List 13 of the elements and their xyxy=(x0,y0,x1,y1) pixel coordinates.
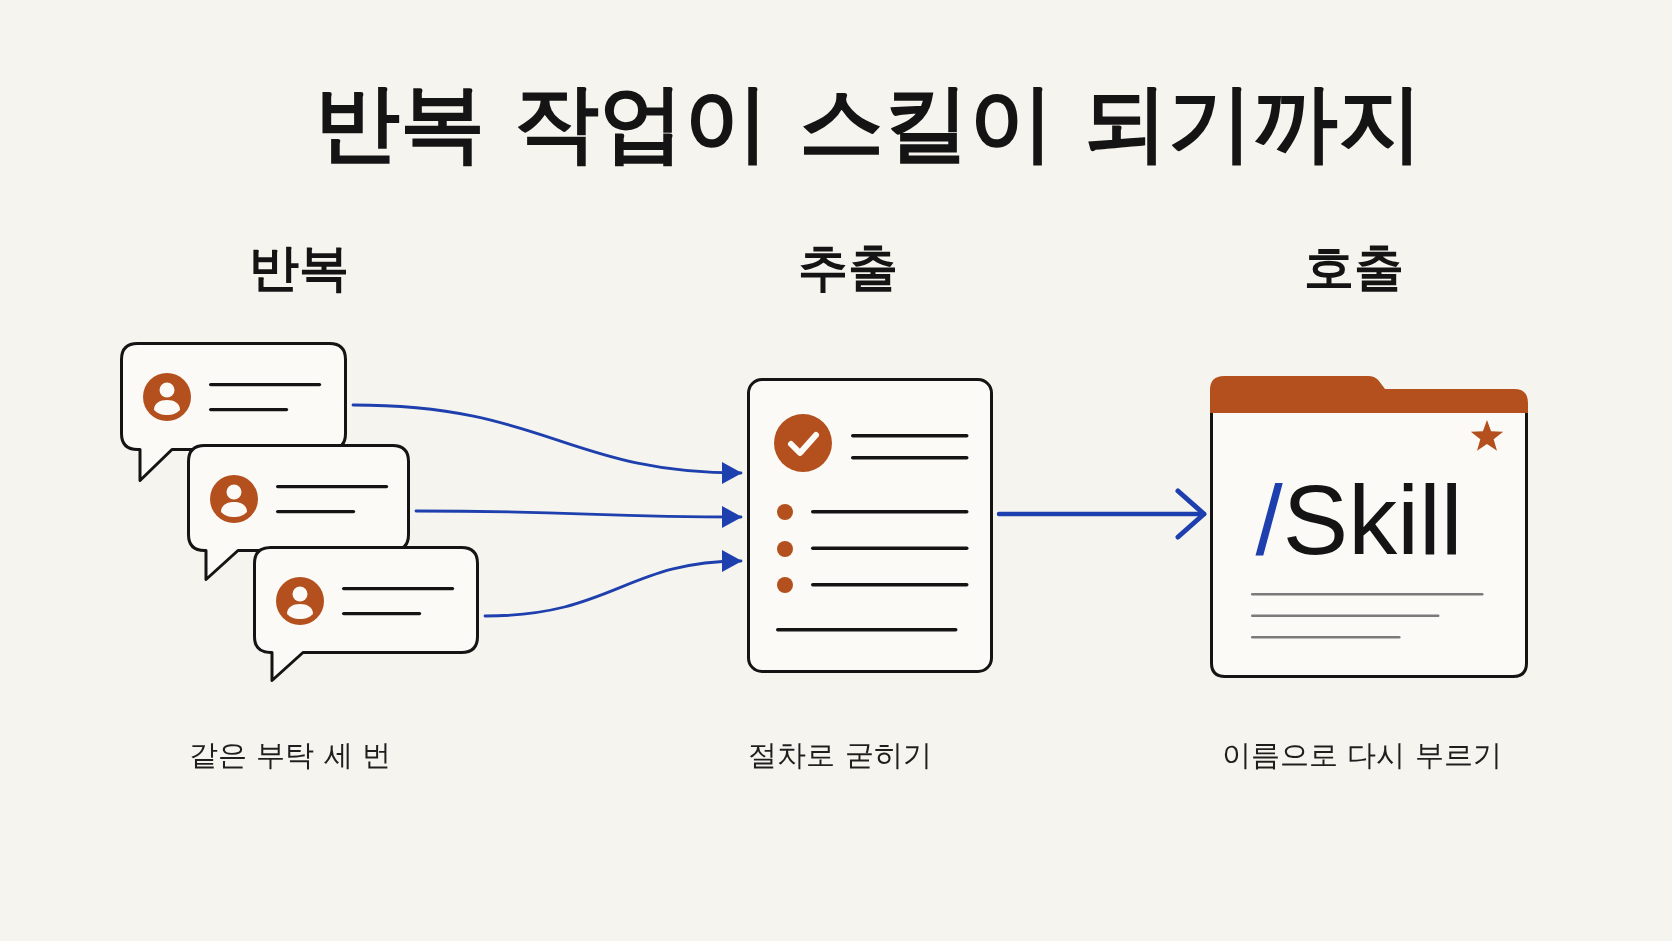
speech-bubble xyxy=(253,546,479,682)
stage-heading: 추출 xyxy=(798,240,898,298)
command-text: /Skill xyxy=(1255,471,1463,569)
arrow xyxy=(351,403,743,484)
arrow xyxy=(414,505,743,528)
stage-heading: 호출 xyxy=(1304,240,1404,298)
title: 반복 작업이 스킬이 되기까지 xyxy=(314,74,1424,172)
stage-caption: 절차로 굳히기 xyxy=(748,737,932,773)
stage-caption: 같은 부탁 세 번 xyxy=(189,737,391,773)
stage-heading: 반복 xyxy=(249,240,349,298)
arrow xyxy=(483,550,743,618)
arrow xyxy=(996,488,1207,540)
stage-caption: 이름으로 다시 부르기 xyxy=(1222,737,1502,773)
